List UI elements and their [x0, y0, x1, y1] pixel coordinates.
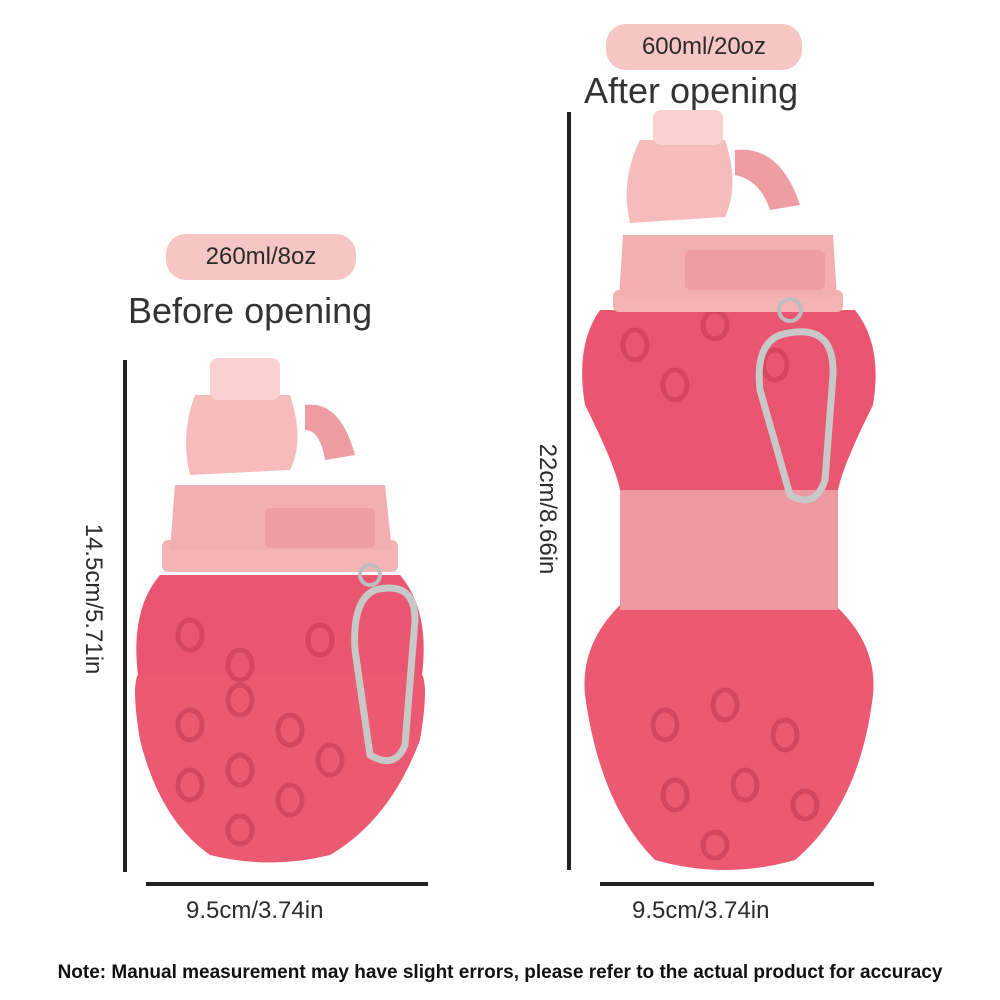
right-height-label: 22cm/8.66in — [534, 443, 561, 575]
right-capacity-text: 600ml/20oz — [641, 33, 767, 60]
right-bottle-image — [582, 110, 876, 870]
left-bottle-lower-body — [135, 672, 425, 863]
left-width-line — [146, 882, 428, 886]
left-width-label: 9.5cm/3.74in — [186, 897, 324, 924]
right-bottle-middle-band — [620, 485, 838, 610]
right-bottle-lower-body — [584, 605, 874, 870]
left-cap-spout — [186, 395, 298, 475]
right-capacity-badge: 600ml/20oz — [606, 24, 802, 70]
right-height-line — [567, 112, 571, 870]
left-capacity-badge: 260ml/8oz — [166, 234, 356, 280]
disclaimer-note: Note: Manual measurement may have slight… — [57, 962, 943, 983]
right-bottle-upper-body — [582, 310, 876, 490]
left-bottle-image — [135, 358, 425, 863]
right-cap-spout — [626, 140, 733, 223]
left-height-label: 14.5cm/5.71in — [80, 523, 107, 675]
right-state-heading: After opening — [584, 70, 799, 111]
left-state-heading: Before opening — [128, 290, 373, 331]
right-carabiner — [755, 328, 837, 504]
right-width-label: 9.5cm/3.74in — [632, 897, 770, 924]
left-height-line — [123, 360, 127, 872]
left-capacity-text: 260ml/8oz — [205, 243, 317, 270]
left-carabiner — [351, 584, 419, 765]
right-width-line — [600, 882, 874, 886]
